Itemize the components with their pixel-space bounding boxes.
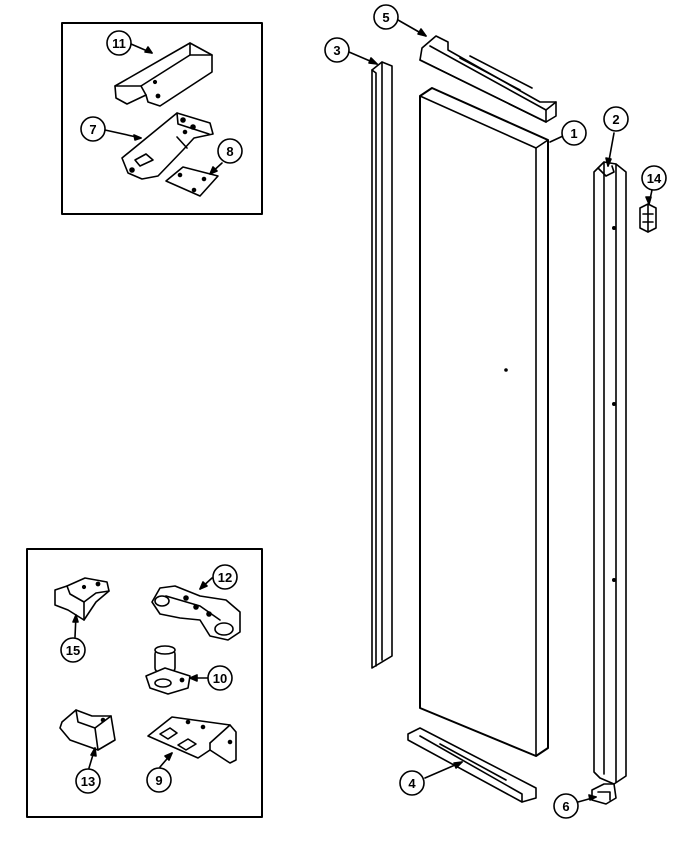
hinge-inset-top-box	[61, 22, 263, 215]
part-12-hinge-bottom	[151, 585, 241, 641]
callout-15-label: 15	[66, 643, 80, 658]
part-11-hinge-cover	[114, 42, 213, 107]
callout-2-label: 2	[612, 112, 619, 127]
callout-10-label: 10	[213, 671, 227, 686]
part-4-door-cap-bottom	[407, 727, 537, 803]
callout-8-label: 8	[226, 144, 233, 159]
arrow-8	[209, 166, 218, 175]
part-2-door-handle	[593, 161, 627, 785]
callout-12: 12	[212, 564, 238, 590]
callout-4: 4	[399, 770, 425, 796]
part-7-hinge-bracket	[121, 112, 214, 180]
callout-2: 2	[603, 106, 629, 132]
callout-1-label: 1	[570, 126, 577, 141]
arrow-5	[417, 28, 427, 37]
arrow-10	[189, 674, 198, 682]
arrow-12	[199, 581, 208, 590]
callout-10: 10	[207, 665, 233, 691]
arrow-7	[133, 134, 142, 141]
callout-8: 8	[217, 138, 243, 164]
callout-15: 15	[60, 637, 86, 663]
part-6-handle-end-cap	[591, 783, 617, 805]
arrow-14	[645, 196, 652, 205]
callout-13: 13	[75, 768, 101, 794]
arrow-13	[90, 747, 97, 757]
arrow-9	[164, 752, 173, 761]
callout-14: 14	[641, 165, 667, 191]
part-3-door-trim-left	[371, 61, 393, 669]
arrow-15	[72, 614, 79, 623]
arrow-3	[368, 57, 378, 65]
part-13-hinge-cover-lower	[59, 709, 116, 751]
callout-3: 3	[324, 37, 350, 63]
callout-5: 5	[373, 4, 399, 30]
callout-5-label: 5	[382, 10, 389, 25]
arrow-6	[588, 794, 597, 801]
callout-7: 7	[80, 116, 106, 142]
callout-6: 6	[553, 793, 579, 819]
callout-13-label: 13	[81, 774, 95, 789]
callout-12-label: 12	[218, 570, 232, 585]
part-15-hinge-spacer	[54, 577, 110, 621]
arrow-4	[453, 761, 463, 769]
callout-6-label: 6	[562, 799, 569, 814]
callout-11-label: 11	[112, 36, 126, 51]
callout-11: 11	[106, 30, 132, 56]
arrow-2	[605, 157, 612, 167]
hinge-inset-bottom-box	[26, 548, 263, 818]
leader-1	[549, 135, 564, 143]
callout-4-label: 4	[408, 776, 416, 791]
arrow-11	[144, 46, 153, 54]
callout-1: 1	[561, 120, 587, 146]
callout-9: 9	[146, 767, 172, 793]
part-5-door-cap-top	[419, 35, 557, 123]
callout-7-label: 7	[89, 122, 96, 137]
part-9-hinge-bracket-lower	[147, 716, 237, 764]
part-1-door-panel	[419, 87, 549, 757]
callout-3-label: 3	[333, 43, 340, 58]
part-14-handle-clip	[639, 203, 657, 233]
part-10-hinge-pin	[145, 645, 191, 695]
callout-9-label: 9	[155, 773, 162, 788]
callout-14-label: 14	[647, 171, 662, 186]
part-8-shim	[165, 166, 219, 197]
